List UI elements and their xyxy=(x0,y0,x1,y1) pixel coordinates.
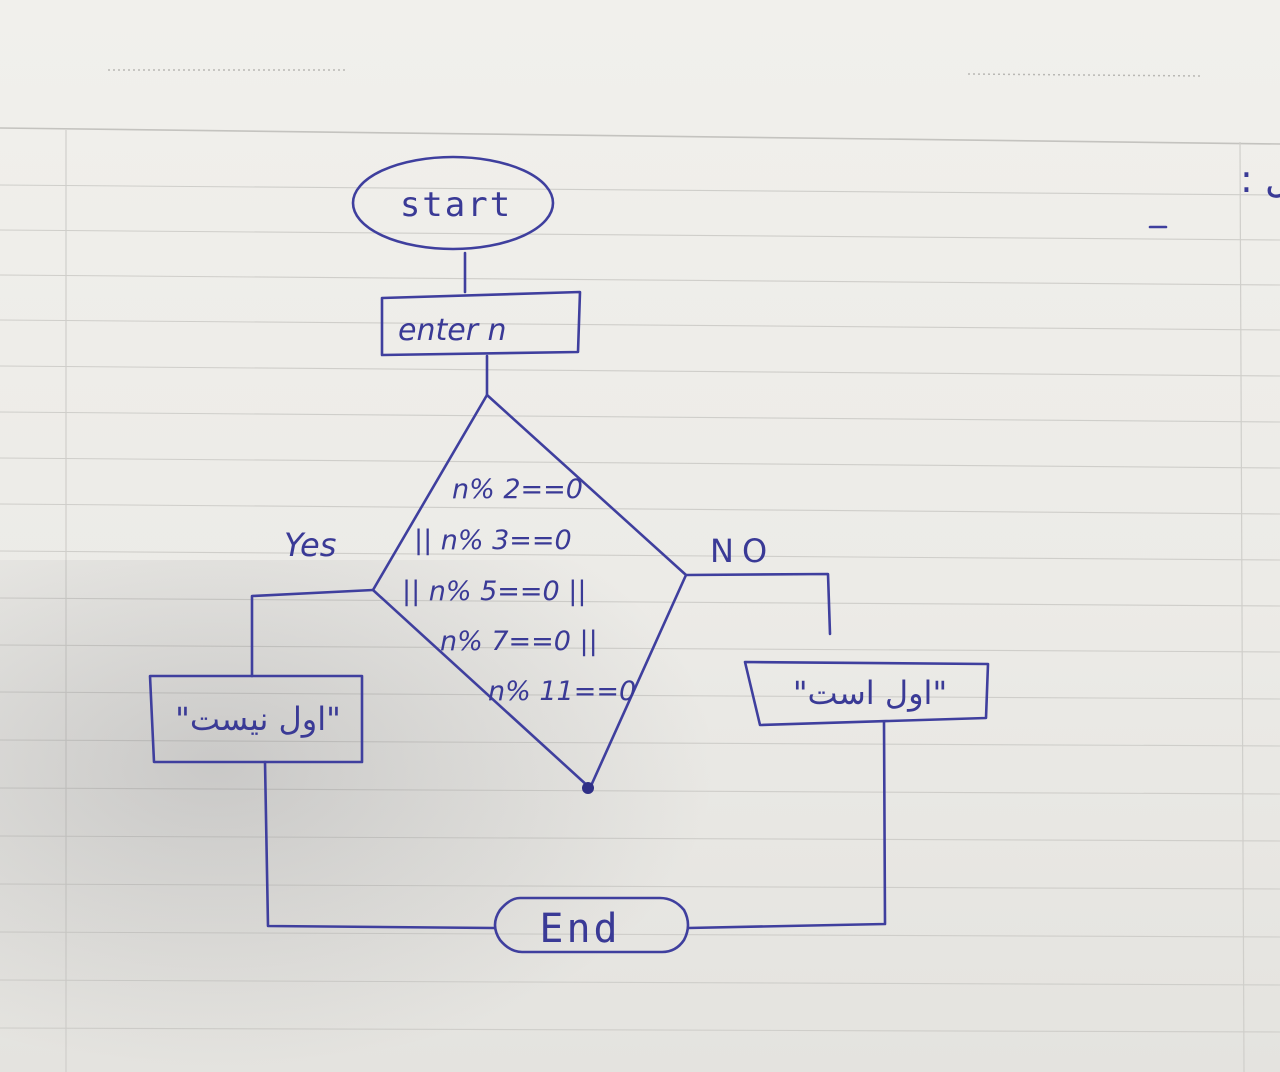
end-terminal xyxy=(493,896,690,954)
input-box xyxy=(380,290,582,357)
end-label: End xyxy=(539,906,620,952)
condition-line-4: n% 7==0 || xyxy=(440,626,598,657)
no-label: NO xyxy=(710,532,775,570)
start-label: start xyxy=(400,185,512,225)
condition-line-5: n% 11==0 xyxy=(488,676,636,707)
decision-bottom-dot xyxy=(582,782,594,794)
connector-no-end xyxy=(686,720,887,930)
connector-yes-end xyxy=(263,760,496,930)
condition-line-2: || n% 3==0 xyxy=(414,525,572,556)
connector-no-branch xyxy=(684,572,832,636)
yes-output-box xyxy=(148,674,364,764)
yes-output-label: "اول نیست" xyxy=(175,700,341,738)
no-output-label: "اول است" xyxy=(793,674,947,712)
condition-line-1: n% 2==0 xyxy=(452,474,583,505)
yes-label: Yes xyxy=(284,526,336,564)
no-output-box xyxy=(743,660,990,727)
start-terminal xyxy=(351,155,555,251)
connector-yes-branch xyxy=(250,588,375,678)
input-label: enter n xyxy=(398,313,507,348)
condition-line-3: || n% 5==0 || xyxy=(402,576,587,607)
page-title: تشخیص اعداد اول : xyxy=(1240,157,1280,202)
